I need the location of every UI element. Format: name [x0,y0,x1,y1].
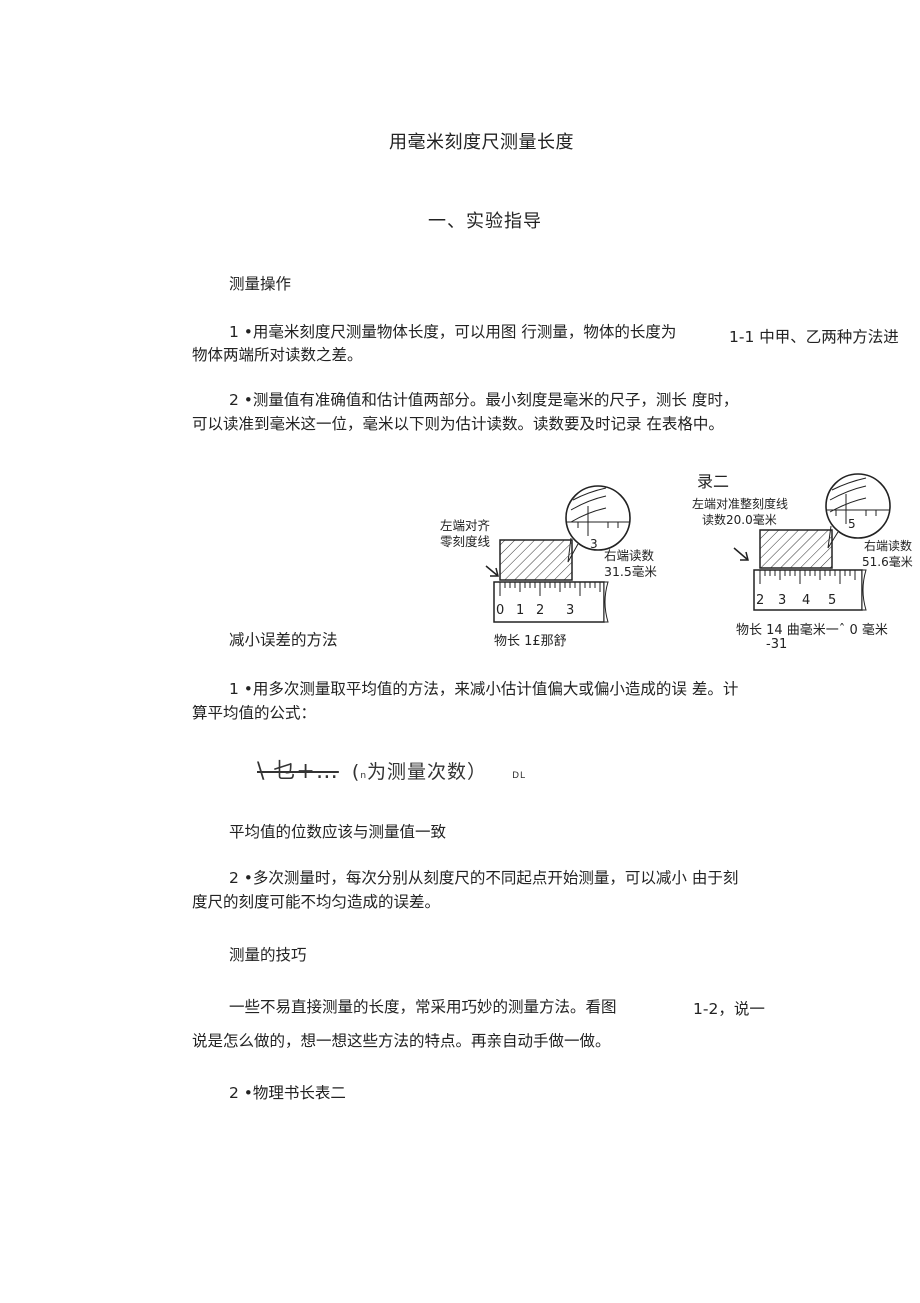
zoom-circle [565,485,631,551]
ruler-tick-label: 0 [496,603,504,618]
section-heading: 一、实验指导 [428,211,542,232]
right-note-line-1: 右端读数 [604,548,655,563]
right-note-line-2: 31.5毫米 [604,564,657,579]
ruler-tick-label: 2 [756,593,764,608]
subheading-skill: 测量的技巧 [229,946,307,964]
reduce-1-line-2: 算平均值的公式： [192,704,317,722]
ruler-tick-label: 4 [802,593,810,608]
formula-n: n [360,771,368,781]
zoom-digit: 3 [590,537,598,551]
figure-a-diagram: 3 0 1 2 3 左端对齐 零刻度线 右端读数 31.5毫米 [440,485,657,623]
ruler-tick-label: 1 [516,603,524,618]
ruler-tick-label: 5 [828,593,836,608]
skill-1-line-1-b: 1-2，说一 [693,1000,765,1018]
paragraph-1-line-1: 1 •用毫米刻度尺测量物体长度，可以用图 行测量，物体的长度为 [229,323,677,341]
figure-b-caption-line-1: 物长 14 曲毫米一ˆ 0 毫米 [736,623,888,638]
left-note-line-2: 零刻度线 [440,534,491,549]
reduce-1-line-1: 1 •用多次测量取平均值的方法，来减小估计值偏大或偏小造成的误 差。计 [229,680,739,698]
formula-main: \ 乜+… [257,759,339,784]
left-note-line-1: 左端对准整刻度线 [692,496,788,511]
formula-dl: DL [512,771,527,781]
ruler [753,569,863,611]
ruler-tick-label: 3 [566,603,574,618]
skill-2: 2 •物理书长表二 [229,1084,346,1102]
right-note-line-1: 右端读数 [864,538,912,553]
ruler-tick-label: 3 [778,593,786,608]
right-note-line-2: 51.6毫米 [862,554,913,569]
page-title: 用毫米刻度尺测量长度 [389,132,574,153]
reduce-2-line-1: 2 •多次测量时，每次分别从刻度尺的不同起点开始测量，可以减小 由于刻 [229,869,739,887]
skill-1-line-2: 说是怎么做的，想一想这些方法的特点。再亲自动手做一做。 [192,1032,611,1050]
zoom-circle [825,473,891,539]
left-note-line-1: 左端对齐 [440,518,491,533]
paragraph-2-line-2: 可以读准到毫米这一位，毫米以下则为估计读数。读数要及时记录 在表格中。 [192,415,724,433]
paragraph-1-side-note: 1-1 中甲、乙两种方法进 [729,328,899,346]
ruler-tick-label: 2 [536,603,544,618]
average-formula: \ 乜+… (n为测量次数） DL [257,759,527,784]
formula-rest: 为测量次数） [367,761,488,783]
figure-b-label: 录二 [697,472,730,491]
reduce-2-line-2: 度尺的刻度可能不均匀造成的误差。 [192,893,441,911]
object-block [759,529,833,569]
left-note-line-2: 读数20.0毫米 [702,512,777,527]
average-note: 平均值的位数应该与测量值一致 [229,823,447,841]
figure-b-caption-line-2: -31 [766,637,788,652]
subheading-reduce-error: 减小误差的方法 [229,631,338,649]
paragraph-2-line-1: 2 •测量值有准确值和估计值两部分。最小刻度是毫米的尺子，测长 度时， [229,391,739,409]
object-block [499,539,573,581]
subheading-measure: 测量操作 [229,275,292,293]
zoom-digit: 5 [848,517,856,531]
figure-b-diagram: 5 2 3 4 5 左端对准整刻度线 读数20.0毫米 右端读数 51.6毫米 [692,473,913,611]
figure-a-caption: 物长 1£那舒 [494,634,567,649]
ruler [493,581,605,623]
skill-1-line-1-a: 一些不易直接测量的长度，常采用巧妙的测量方法。看图 [229,998,617,1016]
paragraph-1-line-2: 物体两端所对读数之差。 [192,346,363,364]
